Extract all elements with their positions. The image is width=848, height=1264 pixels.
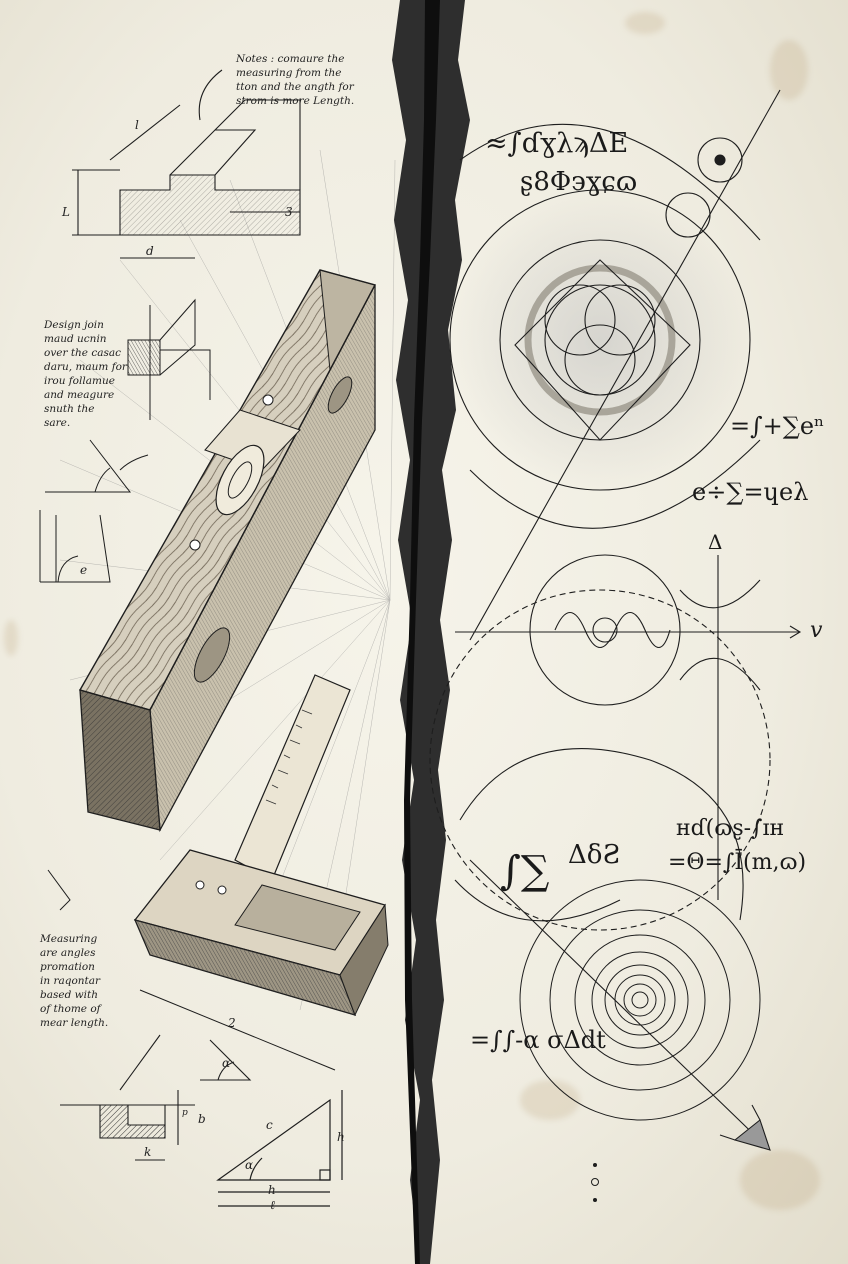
axis-arrow	[789, 625, 802, 639]
formula-line-9: =∫∫-α σΔdt	[470, 1026, 606, 1054]
joint-side-label: 3	[285, 205, 293, 219]
side-sketch	[127, 298, 211, 420]
angle-sketches	[39, 439, 149, 583]
spirit-level	[78, 269, 377, 833]
triangle-alpha-label: α	[245, 1158, 254, 1172]
swirl	[454, 879, 621, 922]
dashed-circle	[429, 589, 771, 931]
rhombus	[514, 259, 691, 441]
square-dimension	[47, 869, 336, 1071]
paper-stain	[740, 1150, 820, 1210]
spiral-circles	[519, 879, 761, 1121]
vertical-axis-label: Δ	[708, 530, 723, 554]
bottom-note: Measuring are angles promation in raqont…	[40, 933, 109, 1029]
top-note: Notes : comaure the measuring from the t…	[236, 53, 355, 107]
paper-stain	[625, 12, 665, 34]
angle-e-label: e	[80, 563, 88, 577]
paper-stain	[520, 1080, 580, 1120]
center-circle	[529, 554, 681, 706]
triangle-base-l-label: ℓ	[270, 1198, 275, 1212]
formula-line-4: e÷∑=ɥeλ	[692, 478, 809, 506]
formula-line-2: ʂ8Φ϶ɣɕɷ	[520, 167, 638, 197]
step-b-label: b	[198, 1112, 206, 1126]
ring-band	[524, 264, 676, 416]
center-dot-circle	[592, 617, 618, 643]
formula-line-8: ∫∑	[500, 848, 550, 894]
formula-line-1: ≈∫ɗɣλϡΔΕ	[485, 128, 629, 159]
dots	[591, 1163, 599, 1202]
horizontal-axis-label: v	[810, 618, 823, 643]
formula-line-3: =∫+∑eⁿ	[730, 412, 825, 440]
arc	[469, 439, 761, 529]
paper-stain	[4, 620, 18, 656]
joint-length-label: l	[135, 118, 139, 132]
right-triangle	[216, 1090, 343, 1207]
petal-circle	[584, 284, 656, 356]
small-dot	[714, 154, 726, 166]
triangle-base-h-label: h	[268, 1183, 276, 1197]
try-square	[133, 674, 389, 1017]
diagonal-line	[469, 89, 781, 641]
step-p-label: p	[182, 1108, 188, 1118]
joint-height-label: L	[62, 205, 70, 219]
arc	[459, 123, 761, 241]
formula-line-5: ʜɗ(ɷʂ-∫ɪʜ	[676, 816, 785, 841]
triangle-h-label: h	[337, 1130, 345, 1144]
hyperbola	[679, 579, 761, 691]
step-diagram	[60, 1034, 252, 1161]
swirl	[459, 748, 744, 921]
step-k-label: k	[144, 1145, 152, 1159]
formula-line-6: =Θ=∫Ī(m,ɷ)	[668, 850, 807, 875]
joint-diagram	[72, 69, 301, 259]
small-circle	[697, 137, 743, 183]
side-note: Design join maud ucnin over the casac da…	[44, 319, 127, 429]
paper-stain	[770, 40, 808, 100]
arrow	[469, 859, 771, 1151]
large-circle	[449, 189, 751, 491]
formula-line-7: ΔδƧ	[568, 840, 621, 870]
petal-circle	[564, 324, 636, 396]
square-alpha-label: α	[222, 1056, 231, 1070]
joint-depth-label: d	[146, 244, 154, 258]
petal-circle	[544, 284, 616, 356]
level-length-label: 2	[228, 1016, 236, 1030]
triangle-c-label: c	[266, 1118, 273, 1132]
wave	[554, 611, 671, 649]
